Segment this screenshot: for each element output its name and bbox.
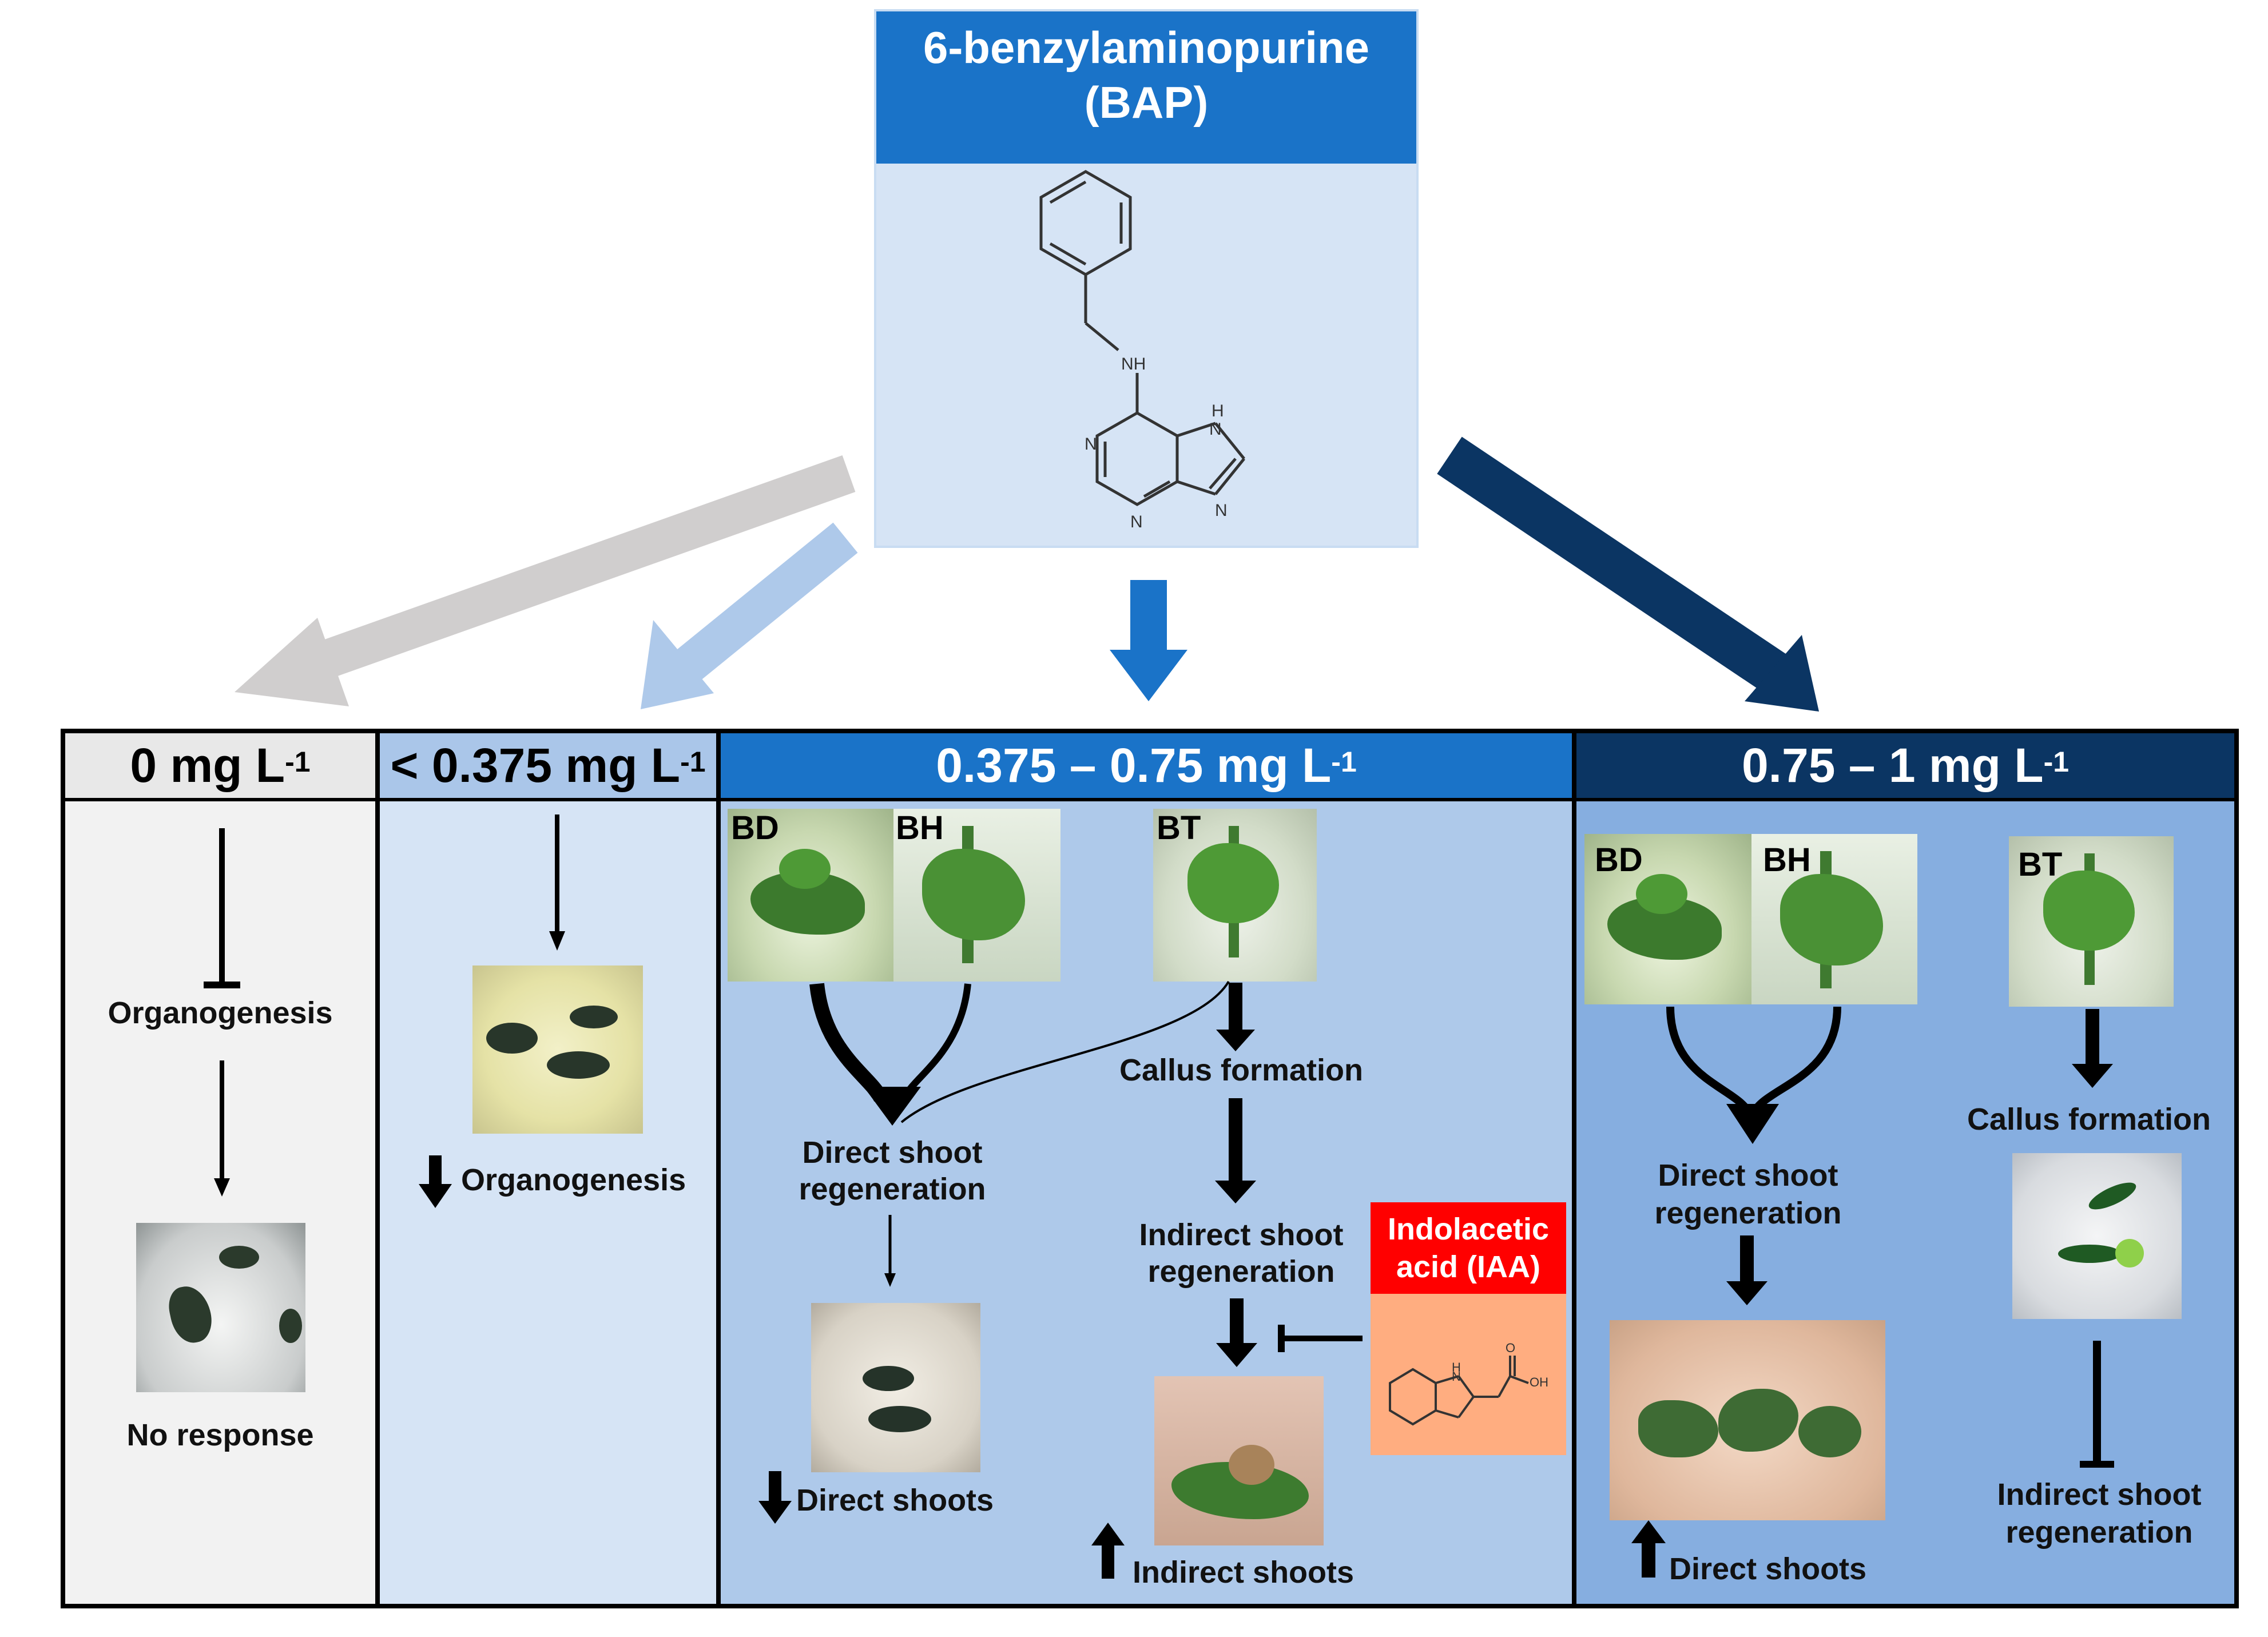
col2-direct-shoots: Direct shoots bbox=[796, 1483, 994, 1517]
label-bh-col3: BH bbox=[1763, 841, 1811, 879]
col3-increase-arrow-icon bbox=[1631, 1520, 1666, 1578]
column-0-header: 0 mg L-1 bbox=[63, 731, 378, 800]
col3-direct-shoots: Direct shoots bbox=[1669, 1552, 1867, 1586]
column-borders bbox=[61, 729, 2239, 1608]
col2-indirect-regen-line2: regeneration bbox=[1147, 1254, 1335, 1289]
col3-arrow-to-direct-photo bbox=[1726, 1235, 1767, 1305]
iaa-title-line1: Indolacetic bbox=[1387, 1212, 1550, 1246]
label-bd-col3: BD bbox=[1595, 841, 1643, 879]
photo-organogenesis-low bbox=[472, 965, 643, 1134]
col3-direct-regen-line2: regeneration bbox=[1654, 1196, 1842, 1230]
bap-header bbox=[875, 10, 1417, 164]
iaa-title-line2: acid (IAA) bbox=[1396, 1250, 1541, 1284]
photo-indirect-shoots-col2 bbox=[1154, 1376, 1324, 1545]
bap-h-label: H bbox=[1212, 402, 1224, 420]
col0-inhibit-organogenesis bbox=[204, 828, 240, 988]
col3-arrow-to-callus bbox=[2072, 1009, 2113, 1088]
arrow-to-col0 bbox=[235, 455, 856, 706]
col3-inhibit-indirect-regen bbox=[2080, 1341, 2114, 1468]
col2-direct-regen-line1: Direct shoot bbox=[802, 1135, 983, 1170]
photo-direct-shoots-col3 bbox=[1610, 1320, 1885, 1520]
col2-callus-formation: Callus formation bbox=[1119, 1053, 1364, 1087]
bap-n1-label: N bbox=[1085, 435, 1097, 454]
arrow-to-col2 bbox=[1110, 580, 1187, 701]
col2-curved-merge-arrows bbox=[809, 980, 1230, 1126]
col3-indirect-regen-line1: Indirect shoot bbox=[1997, 1477, 2202, 1512]
col2-arrow-to-indirect-photo bbox=[1216, 1298, 1257, 1367]
label-bt-col2: BT bbox=[1157, 809, 1201, 847]
column-1-header: < 0.375 mg L-1 bbox=[378, 731, 718, 800]
bap-n7-label: N bbox=[1209, 420, 1222, 439]
col0-organogenesis: Organogenesis bbox=[108, 996, 333, 1030]
label-bd-col2: BD bbox=[731, 809, 779, 847]
bap-n3-label: N bbox=[1130, 512, 1143, 531]
iaa-oh-label: OH bbox=[1530, 1375, 1548, 1389]
col3-direct-regen-line1: Direct shoot bbox=[1658, 1158, 1838, 1193]
bap-nh-label: NH bbox=[1121, 355, 1146, 374]
bap-title-line2: (BAP) bbox=[1084, 77, 1209, 128]
bap-title-line1: 6-benzylaminopurine bbox=[923, 22, 1370, 73]
iaa-molecule bbox=[1389, 1356, 1529, 1426]
col1-organogenesis: Organogenesis bbox=[461, 1163, 686, 1197]
col2-arrow-to-callus bbox=[1216, 983, 1255, 1051]
photo-bd-col3 bbox=[1584, 834, 1751, 1004]
photo-callus-col3 bbox=[2012, 1153, 2182, 1319]
iaa-header bbox=[1371, 1202, 1566, 1294]
bap-n9-label: N bbox=[1215, 501, 1228, 520]
col1-arrow-down bbox=[549, 814, 565, 951]
col1-decrease-arrow-icon bbox=[419, 1155, 452, 1208]
col2-arrow-direct-regen-to-photo bbox=[884, 1215, 896, 1287]
photo-no-response bbox=[136, 1223, 305, 1392]
photo-bh-col3 bbox=[1751, 834, 1917, 1004]
col0-no-response: No response bbox=[126, 1418, 314, 1452]
iaa-o-label: O bbox=[1506, 1341, 1515, 1355]
photo-direct-shoots-col2 bbox=[811, 1303, 980, 1472]
label-bt-col3: BT bbox=[2018, 846, 2063, 883]
photo-bt-col2 bbox=[1153, 809, 1317, 982]
col2-arrow-to-indirect-regen bbox=[1215, 1098, 1256, 1203]
col3-indirect-regen-line2: regeneration bbox=[2005, 1515, 2193, 1549]
column-3-header: 0.75 – 1 mg L-1 bbox=[1574, 731, 2237, 800]
photo-bt-col3 bbox=[2009, 836, 2174, 1007]
column-2-header: 0.375 – 0.75 mg L-1 bbox=[718, 731, 1574, 800]
arrow-to-col1 bbox=[641, 522, 858, 709]
col2-increase-arrow-icon bbox=[1091, 1523, 1125, 1579]
col2-indirect-regen-line1: Indirect shoot bbox=[1139, 1218, 1344, 1252]
bap-structure-panel bbox=[875, 164, 1417, 547]
bap-molecule bbox=[1039, 170, 1245, 506]
col2-direct-regen-line2: regeneration bbox=[799, 1172, 986, 1206]
label-bh-col2: BH bbox=[896, 809, 944, 847]
col3-curved-merge-arrows bbox=[1666, 1006, 1841, 1144]
iaa-h-label: H bbox=[1452, 1360, 1461, 1374]
iaa-n-label: N bbox=[1452, 1369, 1461, 1384]
photo-bh-col2 bbox=[893, 809, 1060, 982]
col2-indirect-shoots: Indirect shoots bbox=[1133, 1555, 1355, 1590]
arrow-to-col3 bbox=[1437, 436, 1819, 712]
photo-bd-col2 bbox=[728, 809, 893, 982]
col3-callus-formation: Callus formation bbox=[1967, 1102, 2211, 1137]
col0-arrow-to-no-response bbox=[214, 1060, 230, 1197]
iaa-inhibit-bar bbox=[1278, 1325, 1363, 1352]
bap-box-outline bbox=[874, 9, 1419, 548]
col2-decrease-arrow-icon bbox=[758, 1471, 792, 1524]
